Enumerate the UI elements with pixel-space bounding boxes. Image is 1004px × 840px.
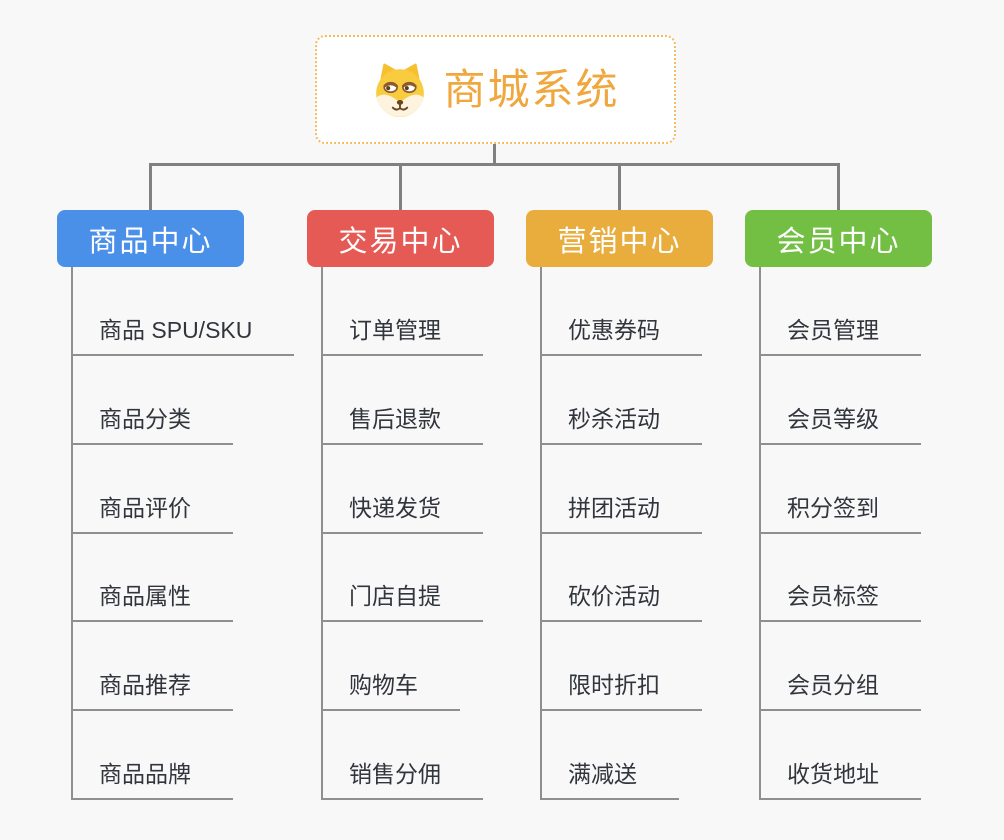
leaf-node[interactable]: 收货地址 bbox=[759, 760, 921, 800]
leaf-node[interactable]: 快递发货 bbox=[321, 494, 483, 534]
branch-label: 营销中心 bbox=[557, 225, 682, 258]
leaf-node[interactable]: 会员分组 bbox=[759, 671, 921, 712]
connector-drop-product bbox=[149, 163, 152, 210]
leaf-node[interactable]: 订单管理 bbox=[321, 316, 483, 356]
leaf-node[interactable]: 会员标签 bbox=[759, 582, 921, 623]
leaf-node[interactable]: 会员管理 bbox=[759, 316, 921, 356]
branch-node-product-center[interactable]: 商品中心 bbox=[57, 210, 244, 267]
connector-drop-marketing bbox=[618, 163, 621, 210]
leaf-node[interactable]: 积分签到 bbox=[759, 494, 921, 534]
leaf-node[interactable]: 会员等级 bbox=[759, 405, 921, 445]
leaf-node[interactable]: 门店自提 bbox=[321, 582, 483, 623]
leaf-node[interactable]: 购物车 bbox=[321, 671, 460, 712]
branch-children-product-center: 商品 SPU/SKU 商品分类 商品评价 商品属性 商品推荐 商品品牌 bbox=[71, 267, 311, 800]
leaf-node[interactable]: 优惠券码 bbox=[540, 316, 702, 356]
connector-drop-trade bbox=[399, 163, 402, 210]
branch-node-trade-center[interactable]: 交易中心 bbox=[307, 210, 494, 267]
leaf-node[interactable]: 商品品牌 bbox=[71, 760, 233, 800]
branch-children-marketing-center: 优惠券码 秒杀活动 拼团活动 砍价活动 限时折扣 满减送 bbox=[540, 267, 780, 800]
leaf-node[interactable]: 秒杀活动 bbox=[540, 405, 702, 445]
branch-label: 商品中心 bbox=[88, 225, 213, 258]
connector-root-stem bbox=[493, 144, 496, 163]
connector-horizontal-bus bbox=[149, 163, 840, 166]
connector-drop-member bbox=[837, 163, 840, 210]
leaf-node[interactable]: 商品属性 bbox=[71, 582, 233, 623]
root-node-mall-system[interactable]: 商城系统 bbox=[315, 35, 676, 144]
root-title: 商城系统 bbox=[443, 65, 620, 113]
branch-label: 交易中心 bbox=[338, 225, 463, 258]
leaf-node[interactable]: 限时折扣 bbox=[540, 671, 702, 712]
leaf-node[interactable]: 商品推荐 bbox=[71, 671, 233, 712]
leaf-node[interactable]: 售后退款 bbox=[321, 405, 483, 445]
leaf-node[interactable]: 商品 SPU/SKU bbox=[71, 316, 295, 356]
branch-node-marketing-center[interactable]: 营销中心 bbox=[526, 210, 713, 267]
leaf-node[interactable]: 商品评价 bbox=[71, 494, 233, 534]
branch-label: 会员中心 bbox=[776, 225, 901, 258]
leaf-node[interactable]: 砍价活动 bbox=[540, 582, 702, 623]
leaf-node[interactable]: 拼团活动 bbox=[540, 494, 702, 534]
leaf-node[interactable]: 商品分类 bbox=[71, 405, 233, 445]
shiba-dog-icon bbox=[376, 62, 425, 117]
branch-node-member-center[interactable]: 会员中心 bbox=[745, 210, 932, 267]
leaf-node[interactable]: 销售分佣 bbox=[321, 760, 483, 800]
branch-children-trade-center: 订单管理 售后退款 快递发货 门店自提 购物车 销售分佣 bbox=[321, 267, 561, 800]
branch-children-member-center: 会员管理 会员等级 积分签到 会员标签 会员分组 收货地址 bbox=[759, 267, 999, 800]
leaf-node[interactable]: 满减送 bbox=[540, 760, 679, 800]
